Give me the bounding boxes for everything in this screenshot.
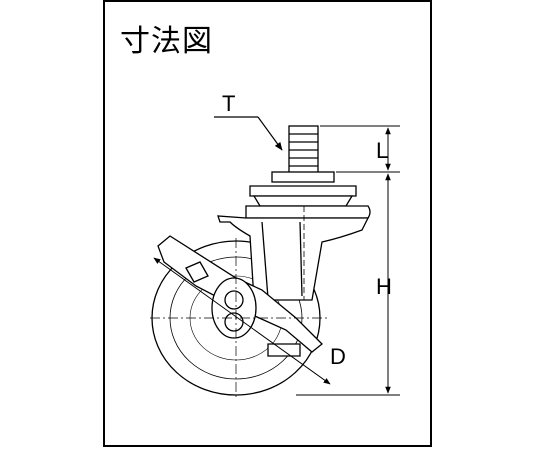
dimension-label-l: L bbox=[376, 138, 388, 163]
dimension-label-h: H bbox=[376, 274, 392, 299]
axle-hub bbox=[211, 277, 257, 339]
swivel-head bbox=[245, 171, 371, 219]
t-leader bbox=[214, 116, 283, 151]
l-dimension bbox=[320, 125, 400, 173]
drawing-title: 寸法図 bbox=[120, 24, 213, 59]
threaded-stem bbox=[288, 125, 319, 175]
dimension-label-t: T bbox=[222, 91, 235, 116]
dimension-label-d: D bbox=[330, 344, 346, 369]
d-dimension bbox=[153, 257, 331, 385]
